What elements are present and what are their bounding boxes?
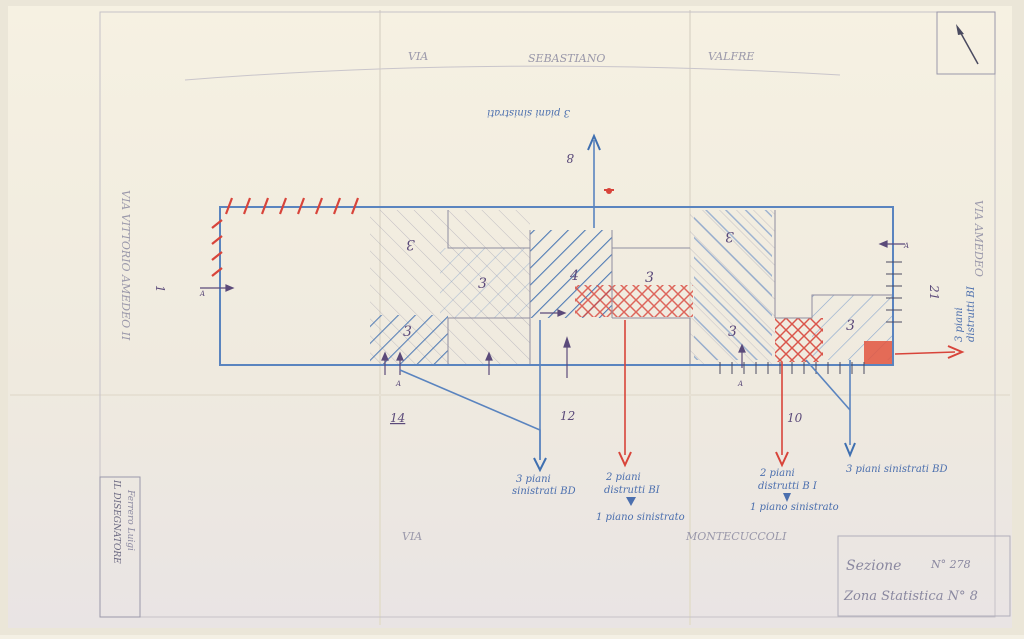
- floor-count: 3: [728, 324, 737, 340]
- block-number-14: 14: [390, 411, 405, 425]
- callout-arrowheads: [533, 133, 965, 473]
- note-arrowheads: [626, 493, 791, 506]
- street-label-bottom-via: VIA: [402, 530, 422, 543]
- title-block: Sezione N° 278 Zona Statistica N° 8: [837, 535, 1011, 617]
- damage-notes: 3 piani sinistrati 3 piani sinistrati BD…: [487, 107, 977, 523]
- note-right-edge-2: distrutti BI: [966, 285, 977, 342]
- street-label-top-via: VIA: [408, 50, 428, 63]
- floor-count: 3: [725, 228, 734, 244]
- block-number-12: 12: [560, 409, 575, 423]
- north-arrow-icon: [936, 11, 996, 75]
- block-number-8: 8: [566, 151, 574, 165]
- arrow-marker-label: A: [395, 380, 401, 388]
- section-label: Sezione: [846, 558, 901, 574]
- note-right-mid-3: 1 piano sinistrato: [750, 502, 839, 513]
- section-number: N° 278: [930, 558, 971, 571]
- note-mid-3: 1 piano sinistrato: [596, 512, 685, 523]
- note-top: 3 piani sinistrati: [487, 107, 570, 118]
- building-destroyed-solid: [864, 341, 894, 364]
- note-right-mid-2: distrutti B I: [758, 481, 818, 492]
- note-bottom-left-1: 3 piani: [516, 474, 551, 485]
- note-right-edge-1: 3 piani: [954, 307, 965, 342]
- street-label-right: VIA AMEDEO: [972, 200, 985, 277]
- block-numbers: 14 12 10 21 8 1: [153, 151, 941, 425]
- street-label-top-name-1: SEBASTIANO: [528, 52, 605, 65]
- note-bottom-left-2: sinistrati BD: [512, 486, 576, 497]
- building-damaged-blue: [440, 248, 530, 318]
- signature-box: IL DISEGNATORE Ferrero Luigi: [99, 476, 141, 618]
- note-mid-1: 2 piani: [605, 472, 641, 483]
- street-frame: [99, 11, 996, 618]
- floor-count: 3: [403, 324, 412, 340]
- arrow-marker-label: A: [903, 242, 909, 250]
- street-label-left: VIA VITTORIO AMEDEO II: [119, 190, 132, 341]
- building-destroyed-red: [575, 285, 693, 317]
- arrow-marker-label: A: [737, 380, 743, 388]
- arrow-markers: A A A A: [199, 242, 909, 388]
- floor-count: 3: [478, 276, 487, 292]
- interior-walls: [447, 210, 894, 365]
- note-mid-2: distrutti BI: [604, 485, 661, 496]
- note-right-mid-1: 2 piani: [759, 468, 795, 479]
- block-number-1: 1: [153, 285, 167, 293]
- street-label-bottom-name: MONTECUCCOLI: [685, 530, 787, 543]
- zone-label: Zona Statistica N° 8: [843, 589, 978, 604]
- building-damaged-blue: [370, 315, 448, 365]
- signature-title: IL DISEGNATORE: [111, 479, 121, 564]
- damage-ticks-red: [211, 197, 360, 277]
- arrow-marker-label: A: [199, 290, 205, 298]
- boundary-ticks: [719, 261, 902, 374]
- street-label-top-name-2: VALFRE: [708, 50, 754, 63]
- block-number-21: 21: [927, 284, 941, 300]
- floor-counts: 3 3 3 4 3 3 3 3: [403, 228, 855, 340]
- block-number-10: 10: [787, 411, 803, 425]
- building-destroyed-red: [775, 318, 823, 362]
- floor-count: 4: [569, 268, 579, 284]
- entrance-arrows: [200, 240, 905, 378]
- callout-lines: [399, 140, 956, 460]
- floor-count: 3: [645, 270, 654, 286]
- floor-count: 3: [406, 236, 415, 252]
- note-far-right: 3 piani sinistrati BD: [846, 464, 948, 475]
- signature-text: Ferrero Luigi: [125, 489, 135, 551]
- building-damaged-blue: [694, 210, 772, 360]
- street-curb-line: [184, 65, 841, 81]
- street-labels: VIA SEBASTIANO VALFRE VIA MONTECUCCOLI V…: [119, 50, 985, 543]
- floor-count: 3: [846, 318, 855, 334]
